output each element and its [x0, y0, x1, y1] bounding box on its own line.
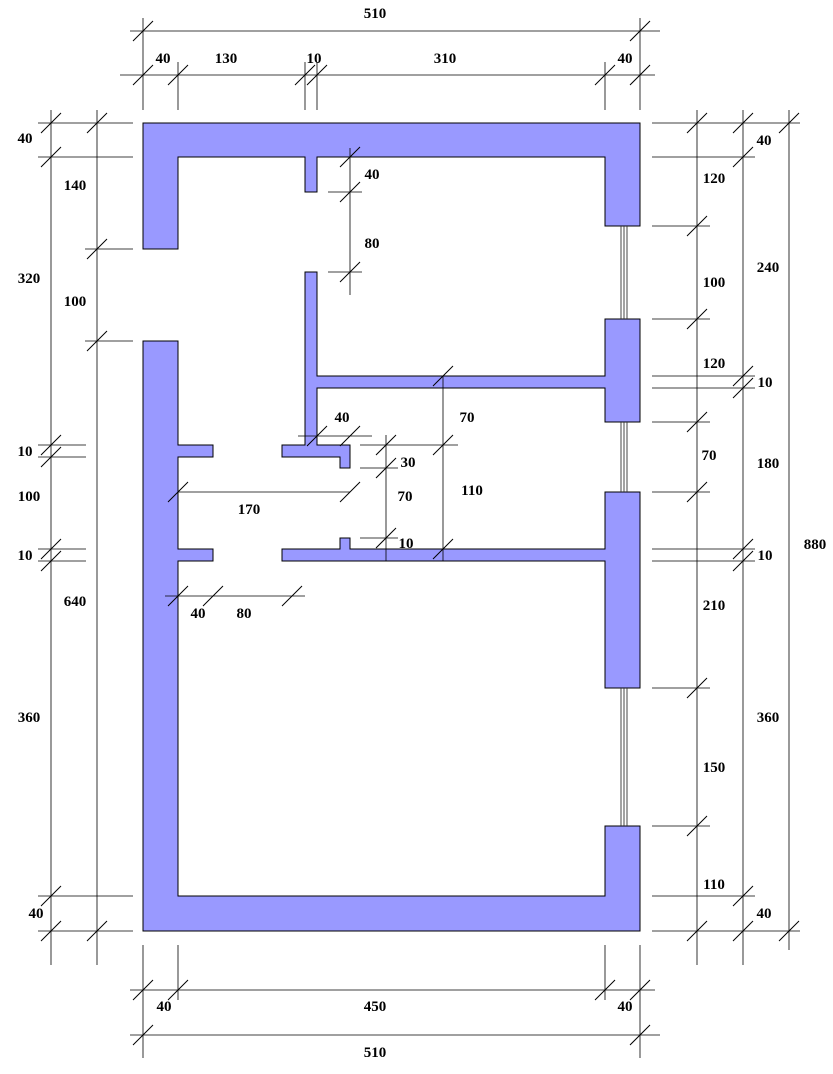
- dim-stub-depth: 30: [401, 455, 416, 471]
- dim-right-room-1: 240: [757, 260, 780, 276]
- dim-stub-thickness: 10: [399, 536, 414, 552]
- dim-top-overall: 510: [364, 6, 387, 22]
- windows: [620, 226, 628, 826]
- dim-left-door-opening: 100: [64, 294, 87, 310]
- dim-stub-gap: 70: [398, 489, 413, 505]
- dim-closet-depth: 70: [460, 410, 475, 426]
- dim-right-window-3: 150: [703, 760, 726, 776]
- dim-right-room-2: 180: [757, 456, 780, 472]
- right-pier-lower: [281, 491, 641, 689]
- dim-door-width: 80: [237, 606, 252, 622]
- dim-top-partition: 10: [307, 51, 322, 67]
- dim-bath-depth: 110: [461, 483, 483, 499]
- left-lower-wall: [142, 340, 641, 932]
- window-lower: [620, 688, 628, 826]
- dim-bottom-overall: 510: [364, 1045, 387, 1061]
- dim-right-top-wall: 40: [757, 133, 772, 149]
- dim-bottom-span: 450: [364, 999, 387, 1015]
- dim-door-gap: 80: [365, 236, 380, 252]
- top-left-wall: [142, 122, 641, 250]
- dimension-lines: [38, 18, 800, 1058]
- dimension-labels: 510 40 130 10 310 40 40 450 40 510 40 14…: [18, 6, 827, 1061]
- dim-left-outer-upper: 320: [18, 271, 41, 287]
- dim-left-lower-span: 640: [64, 594, 87, 610]
- dim-top-right-wall: 40: [618, 51, 633, 67]
- dim-left-top-wall: 40: [18, 131, 33, 147]
- dim-right-pier-3: 210: [703, 598, 726, 614]
- dimension-ticks: [40, 20, 800, 1046]
- dim-right-bottom-wall: 40: [757, 906, 772, 922]
- dim-right-room-3: 360: [757, 710, 780, 726]
- dim-bottom-left-wall: 40: [157, 999, 172, 1015]
- dim-right-pier-4: 110: [703, 877, 725, 893]
- dim-right-pier-1: 120: [703, 171, 726, 187]
- dim-stub-width: 40: [365, 167, 380, 183]
- dim-door-jamb: 40: [191, 606, 206, 622]
- dim-bottom-right-wall: 40: [618, 999, 633, 1015]
- dim-top-span-a: 130: [215, 51, 238, 67]
- window-middle: [620, 422, 628, 492]
- right-pier-middle: [281, 271, 641, 469]
- dim-right-overall: 880: [804, 537, 827, 553]
- dim-right-partition-1: 10: [758, 375, 773, 391]
- dim-left-lower-room: 360: [18, 710, 41, 726]
- dim-right-window-1: 100: [703, 275, 726, 291]
- dim-corridor-width: 170: [238, 502, 261, 518]
- dim-right-partition-2: 10: [758, 548, 773, 564]
- dim-top-span-b: 310: [434, 51, 457, 67]
- dim-left-partition-1: 10: [18, 444, 33, 460]
- walls: [142, 122, 641, 932]
- dim-left-upper-wall: 140: [64, 178, 87, 194]
- window-upper: [620, 226, 628, 319]
- dim-fin-width: 40: [335, 410, 350, 426]
- dim-right-pier-2: 120: [703, 356, 726, 372]
- dim-top-left-wall: 40: [156, 51, 171, 67]
- dim-right-window-2: 70: [702, 448, 717, 464]
- dim-left-partition-2: 10: [18, 548, 33, 564]
- dim-left-doorway: 100: [18, 489, 41, 505]
- dim-left-bottom-wall: 40: [29, 906, 44, 922]
